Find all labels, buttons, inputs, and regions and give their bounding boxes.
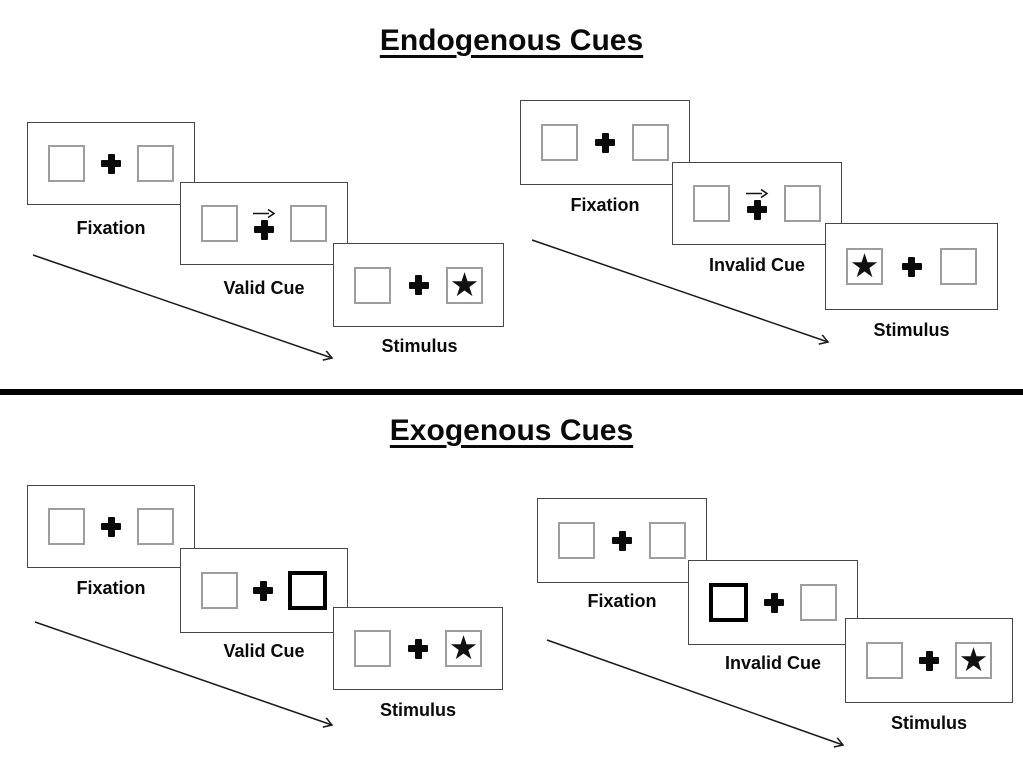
- step-label: Invalid Cue: [708, 255, 806, 275]
- step-label: Fixation: [587, 591, 657, 611]
- stimulus-panel: ★: [333, 607, 503, 690]
- placeholder-square-right: [784, 185, 821, 222]
- highlighted-cue-square-right: [288, 571, 327, 610]
- placeholder-square-left: [201, 205, 238, 242]
- cue-arrow-right-icon: [253, 208, 276, 218]
- step-label: Valid Cue: [223, 641, 305, 661]
- invalid-cue-panel: [688, 560, 858, 645]
- invalid-cue-panel: [672, 162, 842, 245]
- star-icon: ★: [448, 628, 479, 667]
- fixation-cross-icon: [408, 275, 429, 295]
- highlighted-cue-square-left: [709, 583, 748, 622]
- fixation-cross-icon: [747, 199, 767, 220]
- stimulus-panel: ★: [333, 243, 504, 327]
- fixation-cross-icon: [101, 153, 121, 174]
- step-label: Stimulus: [873, 320, 950, 340]
- time-arrow: [34, 621, 342, 735]
- fixation-panel: [537, 498, 707, 583]
- step-label: Fixation: [76, 218, 146, 238]
- placeholder-square-left: [48, 508, 85, 545]
- placeholder-square-left: [866, 642, 903, 679]
- placeholder-square-right: [649, 522, 686, 559]
- placeholder-square-right: [137, 145, 174, 182]
- exogenous-section-title: Exogenous Cues: [389, 414, 634, 447]
- section-divider: [0, 389, 1023, 395]
- fixation-panel: [520, 100, 690, 185]
- step-label: Stimulus: [381, 336, 458, 356]
- fixation-cross-icon: [919, 650, 939, 671]
- step-label: Fixation: [570, 195, 640, 215]
- placeholder-square-left: [541, 124, 578, 161]
- placeholder-square-left: [354, 630, 391, 667]
- fixation-cross-icon: [901, 256, 922, 277]
- fixation-panel: [27, 122, 195, 205]
- fixation-cross-icon: [253, 580, 273, 601]
- step-label: Stimulus: [890, 713, 967, 733]
- fixation-cross-icon: [764, 592, 784, 613]
- star-square-right: ★: [446, 264, 483, 304]
- time-arrow: [546, 639, 854, 755]
- star-icon: ★: [449, 264, 480, 304]
- placeholder-square-right: [632, 124, 669, 161]
- time-arrow: [531, 239, 839, 353]
- placeholder-square-left: [48, 145, 85, 182]
- step-label: Valid Cue: [223, 278, 305, 298]
- fixation-cross-icon: [595, 132, 615, 153]
- star-icon: ★: [849, 246, 880, 285]
- step-label: Stimulus: [379, 700, 456, 720]
- fixation-cross-icon: [612, 530, 632, 551]
- fixation-cross-icon: [101, 516, 121, 537]
- star-square-right: ★: [955, 642, 992, 679]
- placeholder-square-left: [201, 572, 238, 609]
- stimulus-panel: ★: [825, 223, 998, 310]
- valid-cue-panel: [180, 182, 348, 265]
- fixation-panel: [27, 485, 195, 568]
- cue-arrow-right-icon: [746, 188, 769, 198]
- fixation-cross-icon: [254, 219, 274, 240]
- step-label: Fixation: [76, 578, 146, 598]
- placeholder-square-right: [940, 248, 977, 285]
- endogenous-section-title: Endogenous Cues: [379, 24, 644, 57]
- placeholder-square-right: [800, 584, 837, 621]
- fixation-cross-icon: [408, 638, 428, 659]
- stimulus-panel: ★: [845, 618, 1013, 703]
- star-icon: ★: [958, 640, 989, 679]
- placeholder-square-left: [693, 185, 730, 222]
- placeholder-square-right: [290, 205, 327, 242]
- placeholder-square-right: [137, 508, 174, 545]
- step-label: Invalid Cue: [724, 653, 822, 673]
- placeholder-square-left: [354, 266, 391, 304]
- star-square-left: ★: [846, 248, 883, 285]
- star-square-right: ★: [445, 630, 482, 667]
- placeholder-square-left: [558, 522, 595, 559]
- time-arrow: [32, 254, 343, 370]
- valid-cue-panel: [180, 548, 348, 633]
